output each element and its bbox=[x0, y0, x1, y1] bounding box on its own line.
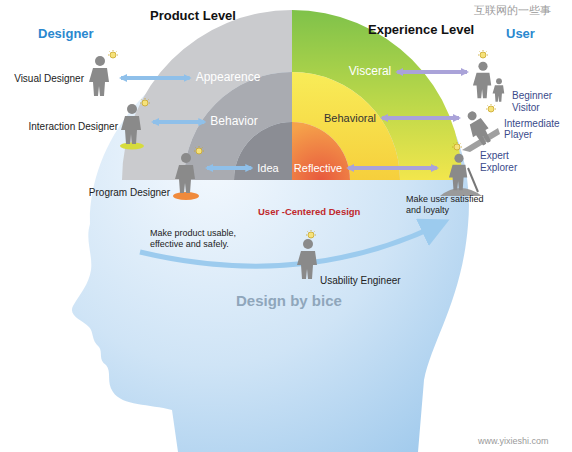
node-text: Program Designer bbox=[89, 187, 170, 199]
level-heading: Product Level bbox=[150, 8, 236, 24]
node-text: Behavioral bbox=[324, 112, 376, 125]
engineer-role: Usability Engineer bbox=[292, 236, 401, 288]
node-text: Idea bbox=[257, 162, 278, 175]
group-heading: User bbox=[506, 26, 535, 42]
node-text: Behavior bbox=[210, 115, 257, 129]
node-text: Visceral bbox=[349, 65, 391, 79]
designer-role: Interaction Designer bbox=[29, 106, 151, 150]
center-label: User -Centered Design bbox=[258, 206, 360, 217]
double-arrow bbox=[153, 120, 204, 124]
double-arrow bbox=[207, 166, 251, 170]
user-role: Beginner Visitor bbox=[470, 55, 552, 115]
ucd-curve bbox=[140, 226, 436, 266]
note: Make product usable, effective and safel… bbox=[150, 228, 268, 250]
node-text: Beginner Visitor bbox=[512, 90, 552, 113]
experience-band: Behavioral bbox=[321, 111, 379, 126]
user-role: Intermediate Player bbox=[462, 108, 560, 152]
note: Make user satisfied and loyalty bbox=[406, 194, 501, 216]
double-arrow bbox=[397, 70, 467, 74]
watermark: 互联网的一些事 bbox=[474, 4, 551, 17]
product-band: Behavior bbox=[207, 114, 260, 130]
node-text: Usability Engineer bbox=[320, 275, 401, 287]
figures bbox=[89, 50, 504, 279]
user-role: Expert Explorer bbox=[440, 146, 517, 196]
double-arrow bbox=[382, 116, 459, 120]
watermark: www.yixieshi.com bbox=[478, 436, 549, 447]
node-text: Expert Explorer bbox=[480, 150, 517, 173]
group-heading: Designer bbox=[38, 26, 94, 42]
double-arrow bbox=[121, 76, 190, 80]
experience-band: Reflective bbox=[291, 161, 345, 176]
product-band: Appearence bbox=[193, 70, 264, 86]
node-text: Reflective bbox=[294, 162, 342, 175]
level-heading: Experience Level bbox=[368, 22, 474, 38]
product-fan bbox=[122, 10, 292, 180]
designer-role: Program Designer bbox=[89, 150, 204, 200]
experience-band: Visceral bbox=[346, 64, 394, 80]
watermark: Design by bice bbox=[236, 292, 342, 310]
node-text: Interaction Designer bbox=[29, 121, 119, 133]
node-text: Visual Designer bbox=[14, 73, 84, 85]
designer-role: Visual Designer bbox=[14, 58, 118, 102]
node-text: Appearence bbox=[196, 71, 261, 85]
product-band: Idea bbox=[254, 161, 281, 176]
double-arrow bbox=[348, 166, 437, 170]
node-text: Intermediate Player bbox=[504, 118, 560, 141]
